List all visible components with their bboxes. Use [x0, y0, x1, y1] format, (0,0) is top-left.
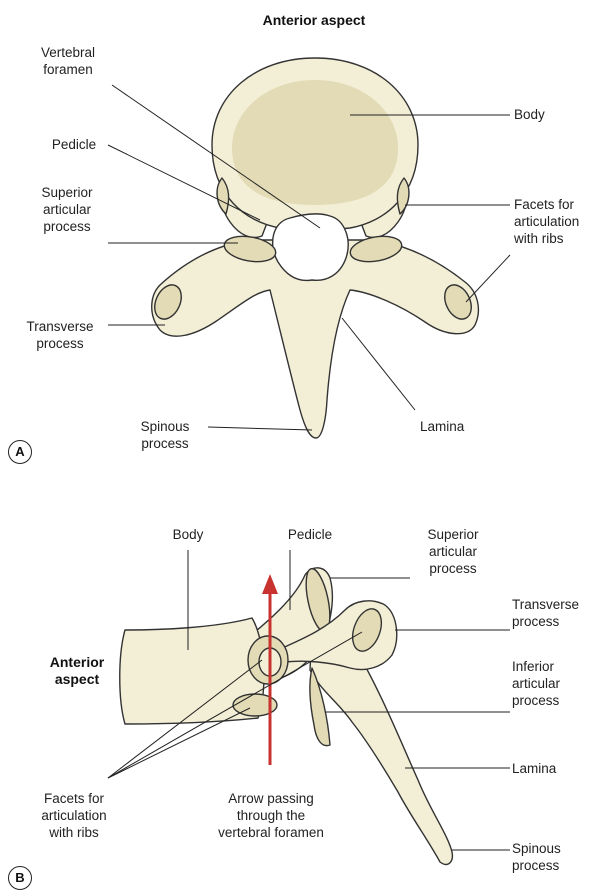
leader-facets-a2 [466, 255, 510, 302]
label-b-lamina: Lamina [512, 760, 592, 777]
label-superior-articular-process: Superior articular process [22, 184, 112, 235]
label-b-inferior-articular-process: Inferior articular process [512, 658, 598, 709]
label-vertebral-foramen: Vertebral foramen [18, 44, 118, 78]
label-b-transverse-process: Transverse process [512, 596, 598, 630]
label-b-anterior-aspect: Anterior aspect [34, 654, 120, 688]
label-lamina: Lamina [420, 418, 500, 435]
label-facets-for-ribs: Facets for articulation with ribs [514, 196, 598, 247]
label-b-body: Body [158, 526, 218, 543]
label-b-facets-for-ribs: Facets for articulation with ribs [24, 790, 124, 841]
label-pedicle: Pedicle [34, 136, 114, 153]
panel-b-letter: B [8, 866, 32, 890]
vertebral-foramen [273, 214, 349, 281]
label-b-superior-articular-process: Superior articular process [408, 526, 498, 577]
panel-a-title: Anterior aspect [244, 12, 384, 29]
leader-spinous [208, 427, 312, 430]
label-spinous-process: Spinous process [122, 418, 208, 452]
panel-a-letter: A [8, 440, 32, 464]
label-transverse-process: Transverse process [12, 318, 108, 352]
label-b-pedicle: Pedicle [275, 526, 345, 543]
leader-lamina [342, 318, 415, 410]
label-b-arrow-caption: Arrow passing through the vertebral fora… [196, 790, 346, 841]
label-b-spinous-process: Spinous process [512, 840, 592, 874]
label-body: Body [514, 106, 584, 123]
